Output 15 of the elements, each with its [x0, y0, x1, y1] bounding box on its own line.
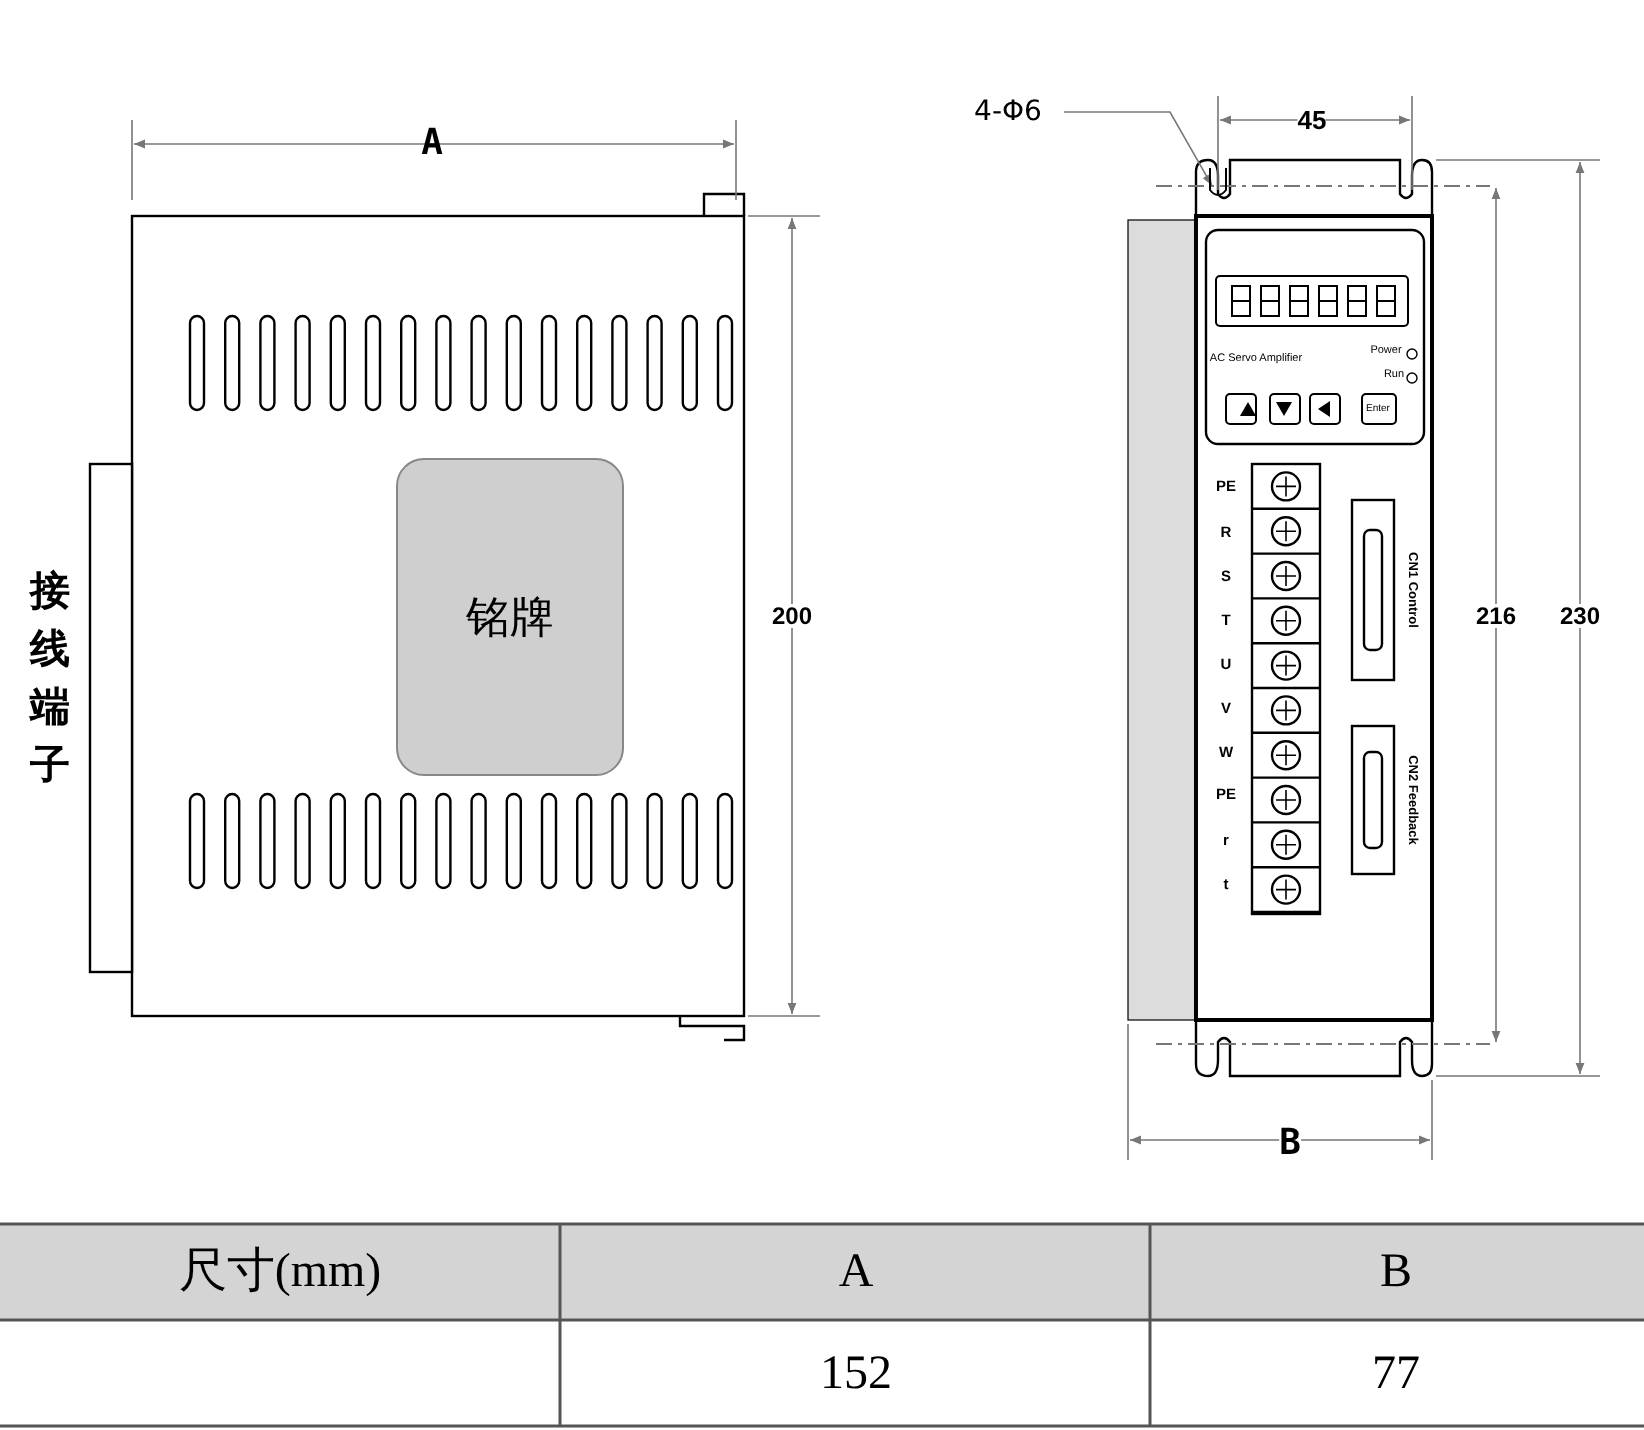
part-label: 接线端子	[30, 567, 70, 792]
mounting-slot	[1208, 168, 1228, 200]
dimension-label: 216	[1475, 604, 1517, 628]
callout-label: 4-Φ6	[956, 94, 1060, 130]
dimension-label: 230	[1559, 604, 1601, 628]
table-cell: 152	[820, 1350, 892, 1398]
table-header: A	[838, 1248, 874, 1296]
nameplate: 铭牌	[396, 458, 624, 776]
table-header: B	[1380, 1248, 1412, 1296]
table-cell: 77	[1372, 1350, 1420, 1398]
dimension-label: A	[421, 126, 443, 162]
leader-line	[1063, 111, 1213, 187]
dimension-label: 200	[771, 604, 813, 628]
table-header: 尺寸(mm)	[178, 1248, 382, 1296]
dimension-label: 45	[1297, 107, 1327, 133]
